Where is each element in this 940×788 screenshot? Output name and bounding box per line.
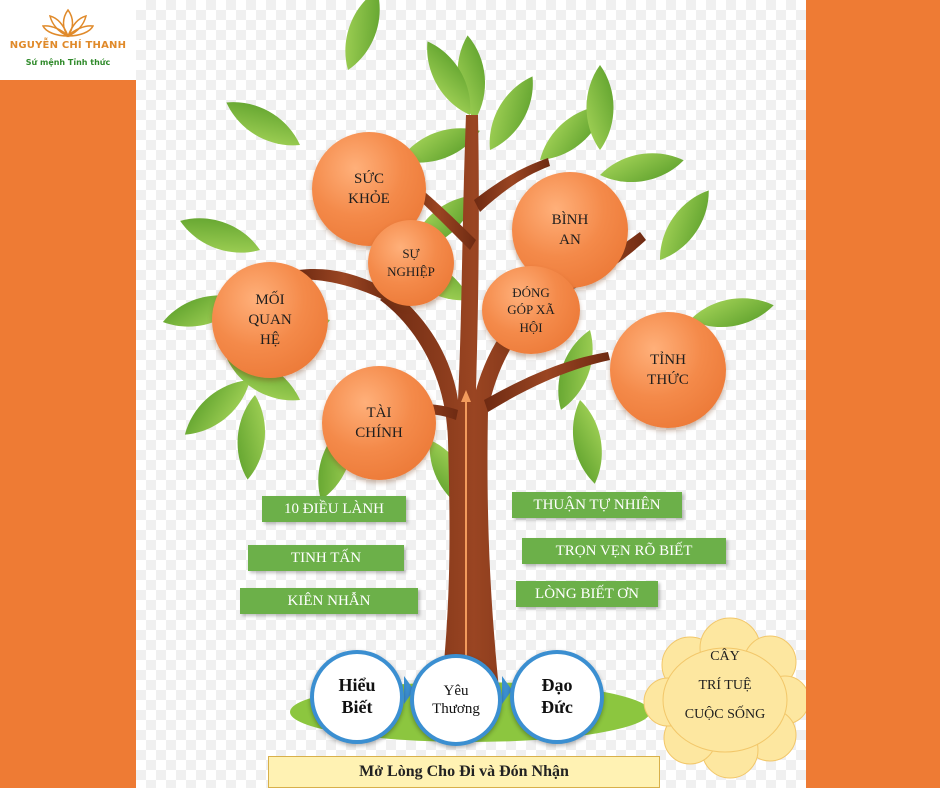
tag-long-biet-on: LÒNG BIẾT ƠN <box>516 581 658 607</box>
tag-tinh-tan: TINH TẤN <box>248 545 404 571</box>
root-hieu-biet: Hiểu Biết <box>310 650 404 744</box>
logo-tagline: Sứ mệnh Tỉnh thức <box>25 58 111 67</box>
left-orange-band <box>0 80 136 788</box>
fruit-moi-quan-he: MỐI QUAN HỆ <box>212 262 328 378</box>
tag-tron-ven-ro-biet: TRỌN VẸN RÕ BIẾT <box>522 538 726 564</box>
growth-arrow-head <box>461 390 471 402</box>
tag-thuan-tu-nhien: THUẬN TỰ NHIÊN <box>512 492 682 518</box>
tag-kien-nhan: KIÊN NHẪN <box>240 588 418 614</box>
bottom-banner: Mở Lòng Cho Đi và Đón Nhận <box>268 756 660 788</box>
lotus-icon <box>42 8 94 38</box>
root-yeu-thuong: Yêu Thương <box>410 654 502 746</box>
right-orange-band <box>806 0 940 788</box>
root-arrows <box>404 676 512 704</box>
cloud-line-2: TRÍ TUỆ <box>698 678 752 693</box>
wisdom-cloud-shape <box>643 617 806 779</box>
wisdom-cloud: CÂY TRÍ TUỆ CUỘC SỐNG <box>650 642 800 729</box>
fruit-tinh-thuc: TỈNH THỨC <box>610 312 726 428</box>
fruit-su-nghiep: SỰ NGHIỆP <box>368 220 454 306</box>
fruit-dong-gop-xa-hoi: ĐÓNG GÓP XÃ HỘI <box>482 266 580 354</box>
tag-10-dieu-lanh: 10 ĐIỀU LÀNH <box>262 496 406 522</box>
logo-name: NGUYỄN CHÍ THANH <box>9 40 127 51</box>
fruit-tai-chinh: TÀI CHÍNH <box>322 366 436 480</box>
cloud-line-3: CUỘC SỐNG <box>684 707 766 722</box>
root-dao-duc: Đạo Đức <box>510 650 604 744</box>
brand-logo: NGUYỄN CHÍ THANH Sứ mệnh Tỉnh thức <box>0 0 136 80</box>
cloud-line-1: CÂY <box>710 649 740 664</box>
